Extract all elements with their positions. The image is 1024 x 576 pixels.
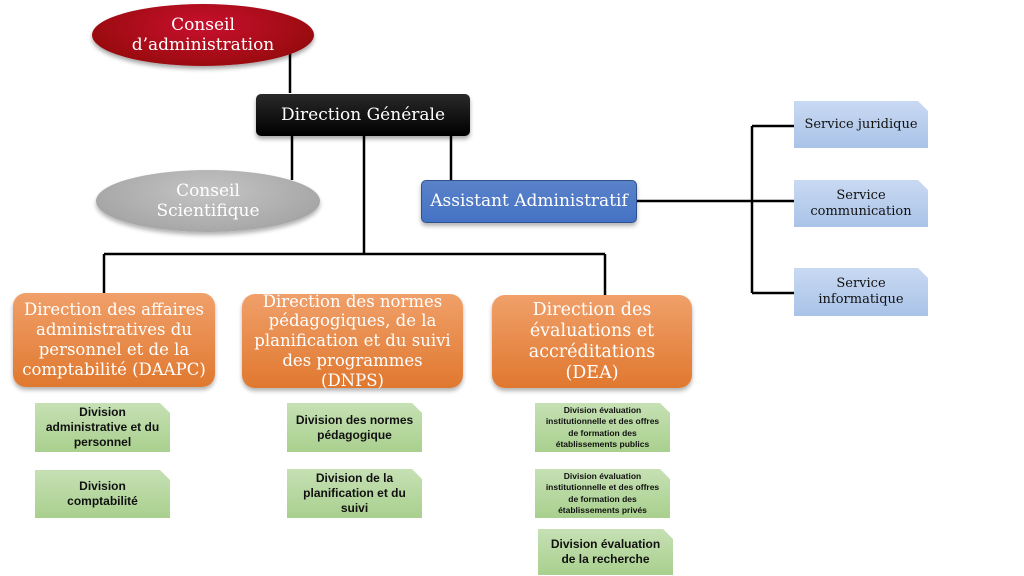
- service-communication-label: Service communication: [810, 187, 912, 219]
- assistant-administratif-label: Assistant Administratif: [430, 191, 628, 212]
- service-juridique-label: Service juridique: [804, 116, 918, 132]
- direction-generale-label: Direction Générale: [280, 104, 446, 125]
- direction-daapc-node: Direction des affaires administratives d…: [13, 293, 215, 387]
- division-evaluation-recherche-label: Division évaluation de la recherche: [550, 537, 661, 566]
- direction-generale-node: Direction Générale: [256, 94, 470, 136]
- division-comptabilite-label: Division comptabilité: [67, 479, 138, 508]
- conseil-administration-node: Conseil d’administration: [92, 4, 314, 66]
- conseil-scientifique-node: Conseil Scientifique: [96, 170, 320, 232]
- direction-daapc-label: Direction des affaires administratives d…: [22, 300, 206, 379]
- division-evaluation-recherche-node: Division évaluation de la recherche: [538, 529, 673, 575]
- conseil-administration-label: Conseil d’administration: [131, 14, 275, 55]
- direction-dea-label: Direction des évaluations et accréditati…: [528, 299, 656, 383]
- division-evaluation-publics-label: Division évaluation institutionnelle et …: [545, 405, 660, 449]
- division-planification-suivi-node: Division de la planification et du suivi: [287, 469, 422, 518]
- assistant-administratif-node: Assistant Administratif: [421, 180, 637, 223]
- division-administrative-personnel-label: Division administrative et du personnel: [45, 405, 160, 449]
- division-normes-pedagogique-label: Division des normes pédagogique: [295, 412, 414, 442]
- service-informatique-label: Service informatique: [818, 276, 904, 307]
- division-evaluation-prives-node: Division évaluation institutionnelle et …: [535, 469, 670, 518]
- conseil-scientifique-label: Conseil Scientifique: [156, 180, 260, 221]
- division-normes-pedagogique-node: Division des normes pédagogique: [287, 403, 422, 452]
- service-juridique-node: Service juridique: [794, 101, 928, 148]
- division-planification-suivi-label: Division de la planification et du suivi: [303, 471, 406, 515]
- service-communication-node: Service communication: [794, 180, 928, 227]
- service-informatique-node: Service informatique: [794, 268, 928, 316]
- division-evaluation-publics-node: Division évaluation institutionnelle et …: [535, 403, 670, 452]
- direction-dnps-label: Direction des normes pédagogiques, de la…: [254, 291, 451, 390]
- division-administrative-personnel-node: Division administrative et du personnel: [35, 403, 170, 452]
- division-evaluation-prives-label: Division évaluation institutionnelle et …: [545, 471, 660, 515]
- direction-dnps-node: Direction des normes pédagogiques, de la…: [242, 291, 463, 390]
- direction-dea-node: Direction des évaluations et accréditati…: [492, 295, 692, 388]
- division-comptabilite-node: Division comptabilité: [35, 470, 170, 518]
